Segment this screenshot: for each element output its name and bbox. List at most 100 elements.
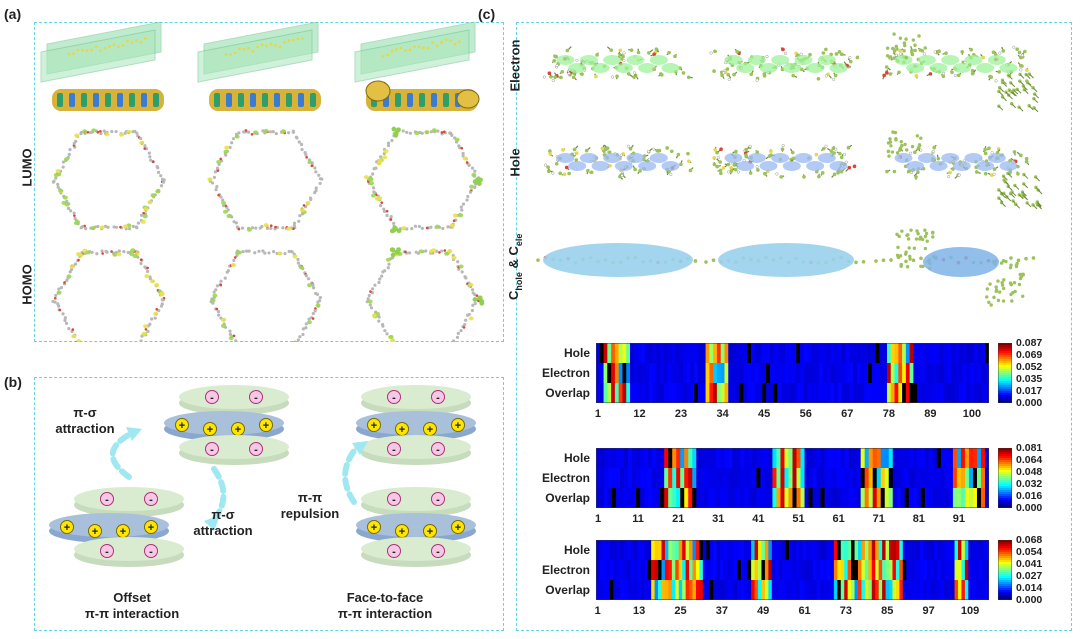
heatmap-cell: [885, 580, 890, 600]
heatmap-cell: [723, 540, 728, 561]
heatmap-cell: [939, 343, 945, 364]
heatmap-cell: [852, 488, 858, 508]
heatmap-row-label: Electron: [541, 366, 590, 380]
heatmap-cell: [985, 363, 989, 384]
positive-charge-icon: +: [88, 524, 102, 538]
heatmap-cell: [602, 580, 607, 600]
stacked-orbital: [365, 80, 480, 111]
heatmap-cell: [633, 343, 639, 364]
heatmap-cell: [609, 560, 614, 581]
heatmap-cell: [895, 560, 900, 581]
heatmap-cell: [773, 363, 778, 384]
heatmap-cell: [920, 468, 926, 489]
heatmap-cell: [818, 383, 824, 403]
heatmap-cell: [781, 363, 786, 384]
heatmap-cell: [728, 363, 733, 384]
heatmap-cell: [982, 580, 987, 600]
svg-text:-: -: [105, 494, 109, 506]
heatmap-cell: [951, 540, 956, 561]
heatmap-cell: [844, 448, 850, 469]
heatmap-cell: [902, 343, 907, 364]
heatmap-cell: [696, 448, 701, 469]
heatmap-cell: [607, 343, 612, 364]
heatmap-cell: [648, 383, 654, 403]
heatmap-cell: [705, 383, 710, 403]
heatmap-cell: [958, 343, 964, 364]
top-plate: [361, 385, 471, 415]
heatmap-cell: [848, 448, 854, 469]
heatmap-cell: [947, 363, 952, 384]
heatmap-cell: [916, 488, 922, 508]
svg-text:-: -: [392, 444, 396, 456]
heatmap-cell: [732, 363, 737, 384]
heatmap-cell: [640, 468, 645, 489]
heatmap-cell: [686, 383, 692, 403]
heatmap-cell: [958, 383, 964, 403]
heatmap-cell: [644, 488, 649, 508]
lumo-hexagon: [363, 126, 483, 234]
overlap-isosurface: [536, 243, 698, 277]
heatmap-cell: [948, 448, 954, 469]
heatmap-cell: [772, 488, 778, 508]
heatmap-cell: [851, 580, 856, 600]
heatmap-cell: [743, 383, 748, 403]
heatmap-cell: [832, 488, 838, 508]
heatmap-cell: [847, 580, 852, 600]
heatmap-cell: [612, 488, 617, 508]
heatmap-cell: [836, 488, 842, 508]
heatmap-cell: [685, 560, 690, 581]
heatmap-cell: [780, 468, 786, 489]
heatmap-cell: [690, 343, 695, 364]
heatmap-cell: [826, 363, 831, 384]
heatmap-cell: [651, 580, 656, 600]
heatmap-cell: [864, 488, 870, 508]
heatmap-cell: [771, 540, 776, 561]
heatmap-cell: [804, 468, 810, 489]
heatmap-cell: [813, 560, 818, 581]
heatmap-x-tick: 1: [594, 605, 601, 617]
heatmap-cell: [964, 540, 969, 561]
heatmap-cell: [864, 580, 869, 600]
heatmap-cell: [614, 343, 620, 364]
heatmap-cell: [792, 363, 797, 384]
heatmap-cell: [761, 560, 766, 581]
heatmap-cell: [744, 580, 749, 600]
heatmap-cell: [830, 560, 835, 581]
heatmap-cell: [780, 488, 786, 508]
heatmap-cell: [792, 560, 797, 581]
heatmap-cell: [940, 580, 945, 600]
heatmap-cell: [720, 580, 725, 600]
heatmap-cell: [660, 343, 665, 364]
heatmap-cell: [964, 560, 969, 581]
heatmap-cell: [920, 488, 926, 508]
positive-charge-icon: +: [395, 524, 409, 538]
svg-text:+: +: [148, 522, 154, 534]
heatmap-cell: [747, 343, 752, 364]
heatmap-cell: [613, 560, 618, 581]
heatmap-cell: [751, 580, 756, 600]
heatmap-cell: [611, 363, 616, 384]
heatmap-cell: [944, 580, 949, 600]
heatmap-cell: [682, 540, 687, 561]
heatmap-cell: [747, 363, 752, 384]
heatmap-cell: [856, 488, 862, 508]
heatmap-cell: [860, 383, 865, 403]
heatmap-cell: [630, 383, 635, 403]
heatmap-cell: [937, 540, 942, 561]
pi-pi-repulsion-label: π-π repulsion: [280, 490, 340, 521]
heatmap-cell: [875, 363, 881, 384]
heatmap-cell: [940, 488, 946, 508]
heatmap-cell: [886, 383, 892, 403]
heatmap-cell: [630, 540, 635, 561]
heatmap-cell: [623, 560, 628, 581]
heatmap-cell: [978, 560, 983, 581]
heatmap-cell: [620, 540, 625, 561]
heatmap-cell: [771, 560, 776, 581]
heatmap-cell: [809, 540, 814, 561]
heatmap-cell: [845, 343, 850, 364]
heatmap-cell: [868, 468, 874, 489]
heatmap-cell: [871, 363, 877, 384]
heatmap-cell: [728, 383, 733, 403]
heatmap-row-label: Hole: [563, 346, 590, 360]
heatmap-cell: [661, 560, 666, 581]
